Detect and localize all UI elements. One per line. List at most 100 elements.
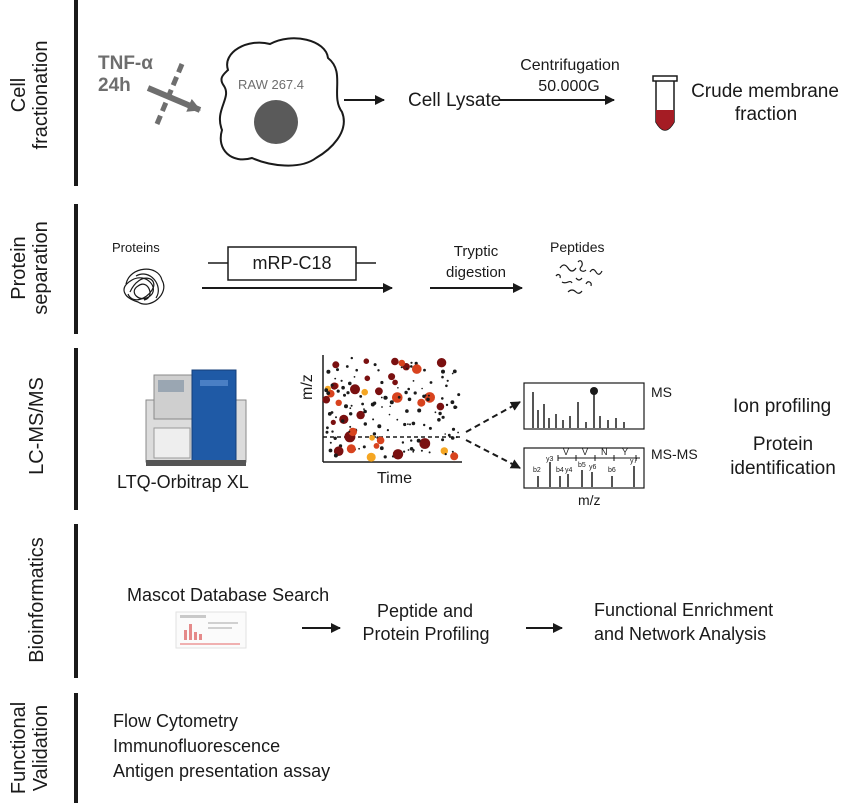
heatmap-y-label: m/z: [299, 374, 316, 400]
ion-label: b5: [578, 462, 586, 469]
heatmap-spot: [428, 451, 431, 454]
heatmap-spot: [330, 383, 334, 387]
heatmap-spot: [389, 405, 392, 408]
ion-label: y6: [589, 464, 597, 471]
tnf-inhibition-arrow: [146, 63, 202, 125]
proteins-label: Proteins: [112, 240, 160, 255]
heatmap-spot: [383, 455, 387, 459]
heatmap-spot: [417, 408, 422, 413]
heatmap-spot: [389, 400, 394, 405]
heatmap-spot: [423, 423, 426, 427]
tryptic-label: Tryptic: [453, 243, 499, 260]
heatmap-spot: [438, 411, 442, 416]
heatmap-spot: [335, 416, 337, 419]
heatmap-spot: [446, 379, 449, 382]
heatmap-spot: [392, 379, 398, 386]
heatmap-spot: [428, 426, 432, 430]
heatmap-spot: [361, 388, 369, 396]
heatmap-spot: [401, 441, 405, 444]
heatmap-spot: [397, 395, 401, 399]
heatmap-spot: [414, 361, 418, 365]
heatmap-spot: [381, 406, 383, 408]
mascot-label: Mascot Database Search: [127, 585, 330, 605]
heatmap-spot: [341, 385, 345, 390]
sequence-residue: Y: [622, 447, 629, 457]
duration-label: 24h: [98, 75, 131, 96]
heatmap-spot: [410, 361, 413, 364]
heatmap-spot: [450, 452, 459, 461]
lcms-heatmap: [322, 355, 462, 463]
heatmap-spot: [457, 393, 461, 397]
heatmap-spot: [436, 402, 445, 411]
heatmap-spot: [406, 367, 408, 370]
validation-item: Antigen presentation assay: [113, 761, 331, 781]
msms-spectrum: [523, 447, 645, 489]
heatmap-spot: [413, 391, 417, 395]
heatmap-spot: [364, 375, 371, 382]
sequence-residue: N: [601, 447, 608, 457]
section-divider: [74, 524, 78, 678]
heatmap-spot: [350, 384, 360, 395]
heatmap-spot: [388, 413, 391, 416]
cell-line-label: RAW 267.4: [238, 77, 304, 92]
heatmap-spot: [424, 394, 427, 397]
heatmap-spot: [391, 357, 399, 366]
heatmap-spot: [377, 369, 380, 372]
heatmap-spot: [396, 418, 399, 421]
heatmap-spot: [353, 376, 356, 378]
heatmap-spot: [441, 415, 445, 419]
crude-membrane-label: Crude membrane: [691, 81, 839, 102]
heatmap-spot: [451, 427, 456, 431]
heatmap-spot: [457, 431, 459, 434]
peptides-label: Peptides: [550, 239, 605, 255]
heatmap-spot: [349, 412, 353, 416]
ms-label: MS: [651, 384, 672, 400]
heatmap-spot: [455, 406, 458, 409]
heatmap-spot: [407, 423, 409, 425]
heatmap-spot: [363, 422, 367, 426]
section-divider: [74, 204, 78, 334]
centrifugation-speed-label: 50.000G: [538, 78, 600, 95]
heatmap-spot: [388, 373, 396, 381]
heatmap-spot: [392, 449, 404, 460]
heatmap-spot: [407, 449, 410, 451]
heatmap-spot: [429, 381, 433, 384]
heatmap-spot: [327, 412, 332, 416]
heatmap-spot: [341, 419, 345, 423]
heatmap-spot: [379, 446, 384, 451]
heatmap-spot: [380, 396, 383, 399]
heatmap-spot: [328, 448, 333, 453]
heatmap-spot: [377, 424, 382, 429]
test-tube-icon: [652, 75, 678, 131]
dashed-flow-arrow: [465, 439, 521, 469]
heatmap-spot: [419, 438, 431, 449]
heatmap-spot: [334, 377, 337, 380]
peptide-protein-label: Peptide and: [376, 601, 474, 621]
heatmap-spot: [355, 368, 359, 372]
heatmap-spot: [452, 369, 457, 374]
heatmap-spot: [437, 418, 441, 422]
heatmap-spot: [343, 393, 346, 397]
ion-label: y7: [630, 458, 638, 465]
heatmap-spot: [450, 400, 455, 405]
heatmap-spot: [436, 358, 447, 368]
heatmap-spot: [421, 387, 423, 390]
heatmap-spot: [441, 438, 445, 442]
heatmap-spot: [349, 425, 352, 428]
heatmap-spot: [356, 410, 365, 420]
validation-item: Immunofluorescence: [113, 736, 281, 756]
heatmap-spot: [407, 387, 411, 391]
heatmap-spot: [412, 450, 415, 453]
heatmap-spot: [392, 392, 403, 403]
sequence-residue: V: [563, 447, 570, 457]
heatmap-spot: [386, 429, 389, 432]
centrifugation-label: Centrifugation: [520, 57, 620, 74]
heatmap-spot: [325, 430, 329, 434]
heatmap-spots: [322, 356, 461, 462]
heatmap-spot: [412, 364, 422, 374]
heatmap-spot: [363, 408, 365, 410]
orbitrap-instrument-icon: [145, 369, 247, 466]
validation-item: Flow Cytometry: [113, 711, 239, 731]
heatmap-spot: [426, 397, 430, 402]
heatmap-spot: [451, 372, 454, 375]
